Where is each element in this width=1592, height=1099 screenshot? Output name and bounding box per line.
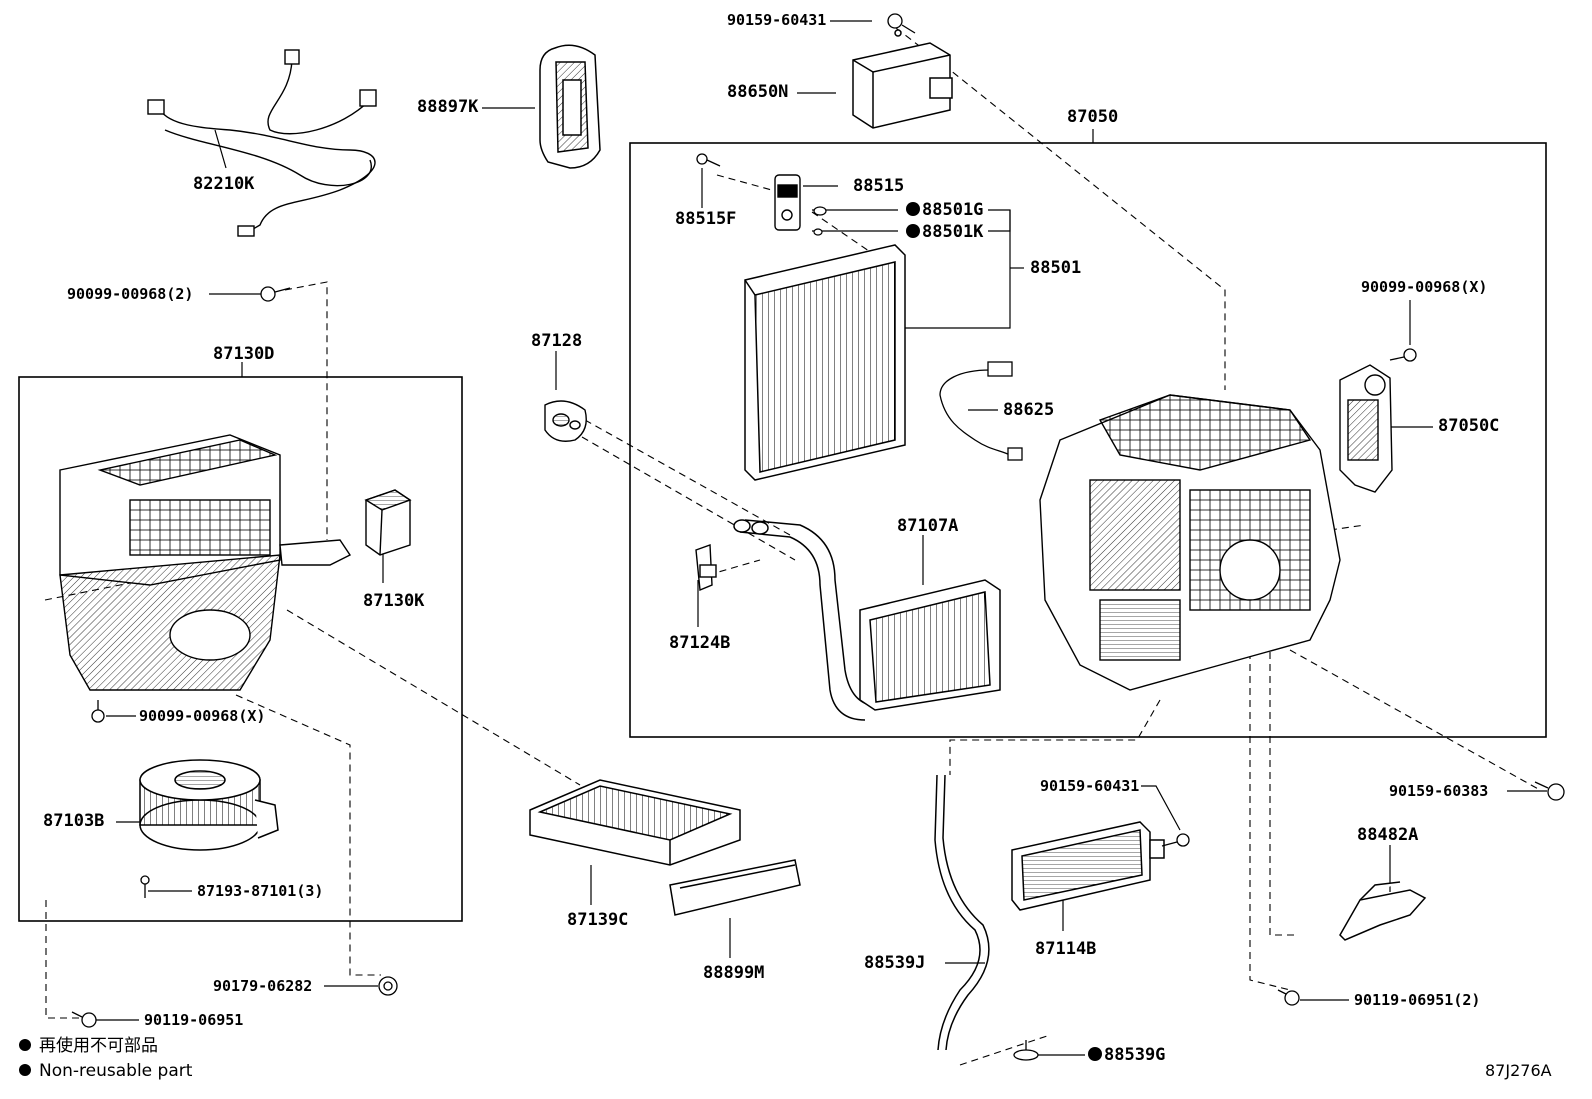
- legend-en-text: Non-reusable part: [39, 1061, 193, 1081]
- label-clamp[interactable]: 87124B: [669, 633, 731, 653]
- legend-jp-text: 再使用不可部品: [39, 1036, 158, 1056]
- label-harness[interactable]: 82210K: [193, 174, 255, 194]
- bolt-top: [887, 13, 916, 34]
- label-exp-bolt[interactable]: 88515F: [675, 209, 737, 229]
- servo-87050C[interactable]: [1339, 364, 1393, 493]
- label-screw-left-top[interactable]: 90099-00968(2): [67, 285, 194, 303]
- duct-88897K[interactable]: [539, 44, 601, 169]
- bolt-right: [1534, 781, 1565, 801]
- motor-screw: [140, 875, 150, 898]
- label-oring-k[interactable]: 88501K: [906, 224, 983, 241]
- ptc-heater-87114B[interactable]: [1011, 821, 1165, 911]
- label-screw-right-top[interactable]: 90099-00968(X): [1361, 278, 1488, 296]
- nonreusable-dot: [906, 202, 920, 216]
- bolt-88515F: [696, 153, 721, 167]
- thermistor-88625[interactable]: [939, 361, 1023, 461]
- servo-87130K[interactable]: [364, 489, 412, 556]
- label-thermistor[interactable]: 88625: [1003, 400, 1055, 420]
- label-servo-right[interactable]: 87050C: [1438, 416, 1500, 436]
- label-drain-clip[interactable]: 88539G: [1088, 1047, 1165, 1064]
- ptc-bolt: [1161, 833, 1190, 847]
- label-blower-case[interactable]: 87130D: [213, 344, 275, 364]
- nonreusable-dot: [1088, 1047, 1102, 1061]
- nut-left: [71, 1011, 97, 1028]
- bolt-blower: [378, 976, 398, 996]
- legend-bullet: [19, 1039, 31, 1051]
- hvac-housing-87050[interactable]: [1039, 394, 1341, 691]
- evaporator-88501[interactable]: [744, 244, 906, 481]
- clamp-87124B[interactable]: [695, 544, 717, 592]
- figure-code: 87J276A: [1485, 1061, 1552, 1080]
- filter-87139C[interactable]: [529, 779, 741, 866]
- label-nut-left[interactable]: 90119-06951: [144, 1011, 244, 1029]
- grommet-87128[interactable]: [544, 400, 587, 442]
- ecu-88650N[interactable]: [852, 29, 953, 129]
- label-drain-hose[interactable]: 88539J: [864, 953, 926, 973]
- label-heater-core[interactable]: 87107A: [897, 516, 959, 536]
- legend-bullet: [19, 1064, 31, 1076]
- label-grommet[interactable]: 87128: [531, 331, 583, 351]
- group-box-87050: [629, 142, 1547, 738]
- label-screw-blower[interactable]: 90099-00968(X): [139, 707, 266, 725]
- exp-valve-88515[interactable]: [774, 174, 801, 231]
- screw-left-top: [260, 286, 291, 302]
- label-exp-valve[interactable]: 88515: [853, 176, 905, 196]
- bracket-88482A[interactable]: [1339, 881, 1427, 941]
- screw-blower: [91, 700, 105, 723]
- label-oring-g-text: 88501G: [922, 200, 984, 220]
- label-bolt-blower[interactable]: 90179-06282: [213, 977, 313, 995]
- label-evap[interactable]: 88501: [1030, 258, 1082, 278]
- label-servo-small[interactable]: 87130K: [363, 591, 425, 611]
- harness-82210K[interactable]: [147, 49, 377, 237]
- legend-en: Non-reusable part: [19, 1063, 192, 1080]
- orings: [813, 206, 827, 236]
- label-oring-g[interactable]: 88501G: [906, 202, 983, 219]
- label-filter[interactable]: 87139C: [567, 910, 629, 930]
- label-ptc-heater[interactable]: 87114B: [1035, 939, 1097, 959]
- label-motor-screw[interactable]: 87193-87101(3): [197, 882, 324, 900]
- label-nut-bottom[interactable]: 90119-06951(2): [1354, 991, 1481, 1009]
- nut-bottom: [1277, 989, 1300, 1006]
- screw-right-top: [1389, 348, 1417, 362]
- blower-case-87130D[interactable]: [59, 434, 352, 691]
- label-bolt-top[interactable]: 90159-60431: [727, 11, 827, 29]
- label-bracket[interactable]: 88482A: [1357, 825, 1419, 845]
- blower-motor-87103B[interactable]: [139, 759, 279, 851]
- label-bolt-right[interactable]: 90159-60383: [1389, 782, 1489, 800]
- heater-core-87107A[interactable]: [733, 519, 1001, 721]
- legend-jp: 再使用不可部品: [19, 1038, 158, 1055]
- label-blower-motor[interactable]: 87103B: [43, 811, 105, 831]
- label-oring-k-text: 88501K: [922, 222, 984, 242]
- filter-cover-88899M[interactable]: [669, 859, 801, 916]
- group-box-87130D: [18, 376, 463, 922]
- label-filter-cover[interactable]: 88899M: [703, 963, 765, 983]
- label-duct[interactable]: 88897K: [417, 97, 479, 117]
- clip-88539G: [1013, 1040, 1039, 1061]
- label-unit-assy[interactable]: 87050: [1067, 107, 1119, 127]
- label-drain-clip-text: 88539G: [1104, 1045, 1166, 1065]
- label-ecu[interactable]: 88650N: [727, 82, 789, 102]
- drain-hose-88539J[interactable]: [934, 774, 990, 1051]
- nonreusable-dot: [906, 224, 920, 238]
- label-ptc-bolt[interactable]: 90159-60431: [1040, 777, 1140, 795]
